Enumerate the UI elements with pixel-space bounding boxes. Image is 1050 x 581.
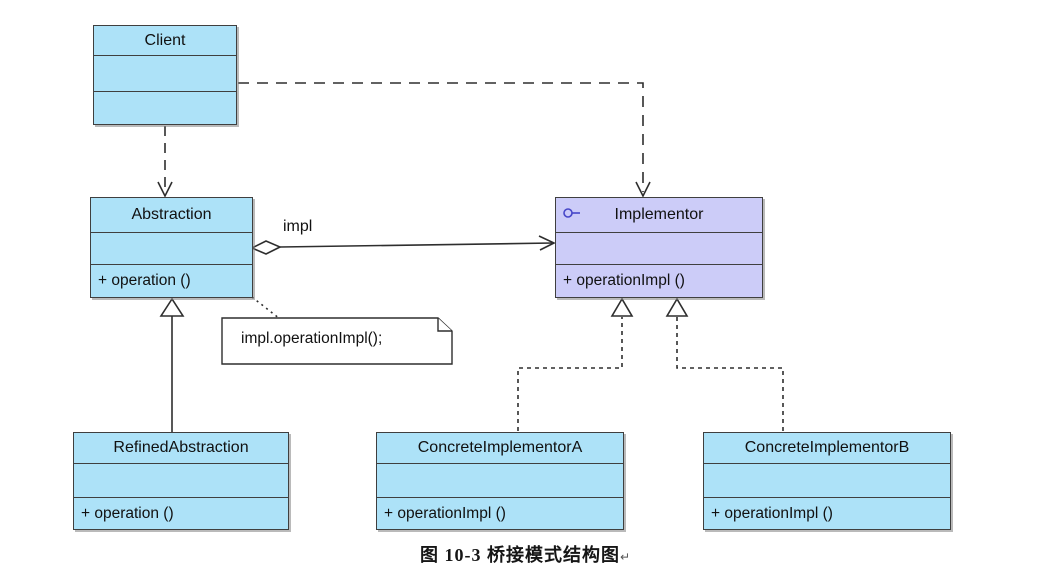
dependency-client-abstraction xyxy=(157,126,173,198)
class-abstraction-attributes xyxy=(91,233,252,265)
class-concrete-implementor-b-operations: + operationImpl () xyxy=(711,504,833,522)
class-concrete-implementor-b-name: ConcreteImplementorB xyxy=(704,433,950,464)
class-refined-abstraction: RefinedAbstraction + operation () xyxy=(73,432,289,530)
class-implementor-attributes xyxy=(556,233,762,265)
aggregation-label-impl: impl xyxy=(283,218,313,235)
class-concrete-implementor-a-operations: + operationImpl () xyxy=(384,504,506,522)
class-concrete-implementor-b-attributes xyxy=(704,464,950,498)
class-implementor-name: Implementor xyxy=(614,206,704,223)
class-refined-abstraction-attributes xyxy=(74,464,288,498)
class-abstraction: Abstraction + operation () xyxy=(90,197,253,298)
class-abstraction-operations: + operation () xyxy=(98,272,191,289)
class-client-attributes xyxy=(94,56,236,92)
class-concrete-implementor-a-attributes xyxy=(377,464,623,498)
generalization-refined-abstraction xyxy=(159,297,185,432)
realization-concreteA-implementor xyxy=(517,297,634,431)
class-implementor-operations: + operationImpl () xyxy=(563,272,685,289)
class-implementor: Implementor + operationImpl () xyxy=(555,197,763,298)
class-concrete-implementor-a-name: ConcreteImplementorA xyxy=(377,433,623,464)
class-refined-abstraction-operations: + operation () xyxy=(81,504,174,522)
realization-concreteB-implementor xyxy=(665,297,784,431)
note-anchor-line xyxy=(251,296,281,320)
class-implementor-title: Implementor xyxy=(556,198,762,233)
aggregation-abstraction-implementor xyxy=(250,235,556,255)
paragraph-return-mark: ↵ xyxy=(619,550,631,564)
figure-caption-text: 图 10-3 桥接模式结构图 xyxy=(419,545,620,565)
class-concrete-implementor-b: ConcreteImplementorB + operationImpl () xyxy=(703,432,951,530)
class-client-operations xyxy=(94,92,236,124)
class-client-name: Client xyxy=(94,26,236,56)
class-refined-abstraction-name: RefinedAbstraction xyxy=(74,433,288,464)
interface-icon xyxy=(562,206,582,224)
note-text: impl.operationImpl(); xyxy=(241,330,383,347)
figure-caption: 图 10-3 桥接模式结构图↵ xyxy=(0,541,1050,567)
class-concrete-implementor-a: ConcreteImplementorA + operationImpl () xyxy=(376,432,624,530)
dependency-client-implementor xyxy=(238,82,651,198)
class-client: Client xyxy=(93,25,237,125)
class-abstraction-name: Abstraction xyxy=(91,198,252,233)
note-shape xyxy=(221,317,453,365)
